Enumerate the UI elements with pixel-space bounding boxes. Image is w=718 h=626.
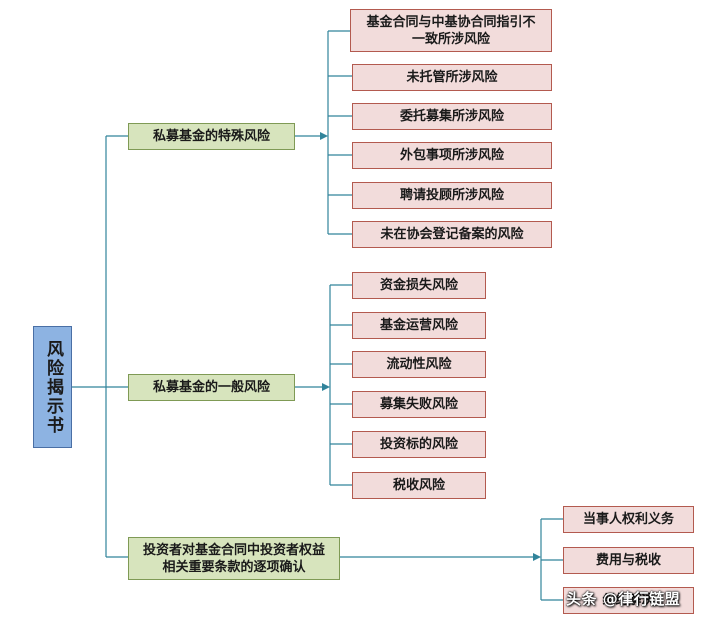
branch-label: 投资者对基金合同中投资者权益相关重要条款的逐项确认 — [142, 542, 325, 575]
leaf-label: 基金合同与中基协合同指引不一致所涉风险 — [366, 14, 536, 47]
leaf-dispute-resolution: 纠纷解决 — [563, 587, 694, 614]
root-label: 风险揭示书 — [43, 339, 63, 435]
branch-general-risk: 私募基金的一般风险 — [128, 374, 295, 401]
leaf-no-custody-risk: 未托管所涉风险 — [352, 64, 552, 91]
leaf-contract-inconsistency-risk: 基金合同与中基协合同指引不一致所涉风险 — [350, 9, 552, 52]
branch-label: 私募基金的一般风险 — [152, 380, 270, 395]
leaf-rights-obligations: 当事人权利义务 — [563, 506, 694, 533]
branch-special-risk: 私募基金的特殊风险 — [128, 123, 295, 150]
leaf-raising-failure-risk: 募集失败风险 — [352, 391, 486, 418]
leaf-label: 募集失败风险 — [379, 397, 458, 412]
root-node: 风险揭示书 — [33, 326, 72, 448]
leaf-liquidity-risk: 流动性风险 — [352, 351, 486, 378]
leaf-label: 费用与税收 — [595, 553, 661, 568]
leaf-outsourcing-risk: 外包事项所涉风险 — [352, 142, 552, 169]
leaf-operation-risk: 基金运营风险 — [352, 312, 486, 339]
leaf-label: 流动性风险 — [386, 357, 452, 372]
leaf-fees-taxes: 费用与税收 — [563, 547, 694, 574]
watermark: 头条 @律行链盟 — [566, 590, 681, 608]
leaf-label: 投资标的风险 — [379, 437, 458, 452]
leaf-label: 税收风险 — [392, 478, 445, 493]
leaf-label: 委托募集所涉风险 — [399, 109, 504, 124]
leaf-label: 基金运营风险 — [379, 318, 458, 333]
leaf-tax-risk: 税收风险 — [352, 472, 486, 499]
leaf-label: 未托管所涉风险 — [406, 70, 498, 85]
leaf-label: 未在协会登记备案的风险 — [380, 227, 524, 242]
leaf-label: 聘请投顾所涉风险 — [399, 188, 504, 203]
leaf-label: 当事人权利义务 — [582, 512, 674, 527]
leaf-unregistered-risk: 未在协会登记备案的风险 — [352, 221, 552, 248]
branch-label: 私募基金的特殊风险 — [152, 129, 270, 144]
leaf-label: 纠纷解决 — [602, 593, 655, 608]
leaf-entrusted-raising-risk: 委托募集所涉风险 — [352, 103, 552, 130]
branch-investor-confirmation: 投资者对基金合同中投资者权益相关重要条款的逐项确认 — [128, 537, 340, 580]
leaf-label: 外包事项所涉风险 — [399, 148, 504, 163]
leaf-advisor-risk: 聘请投顾所涉风险 — [352, 182, 552, 209]
leaf-label: 资金损失风险 — [379, 278, 458, 293]
leaf-investment-target-risk: 投资标的风险 — [352, 431, 486, 458]
leaf-capital-loss-risk: 资金损失风险 — [352, 272, 486, 299]
